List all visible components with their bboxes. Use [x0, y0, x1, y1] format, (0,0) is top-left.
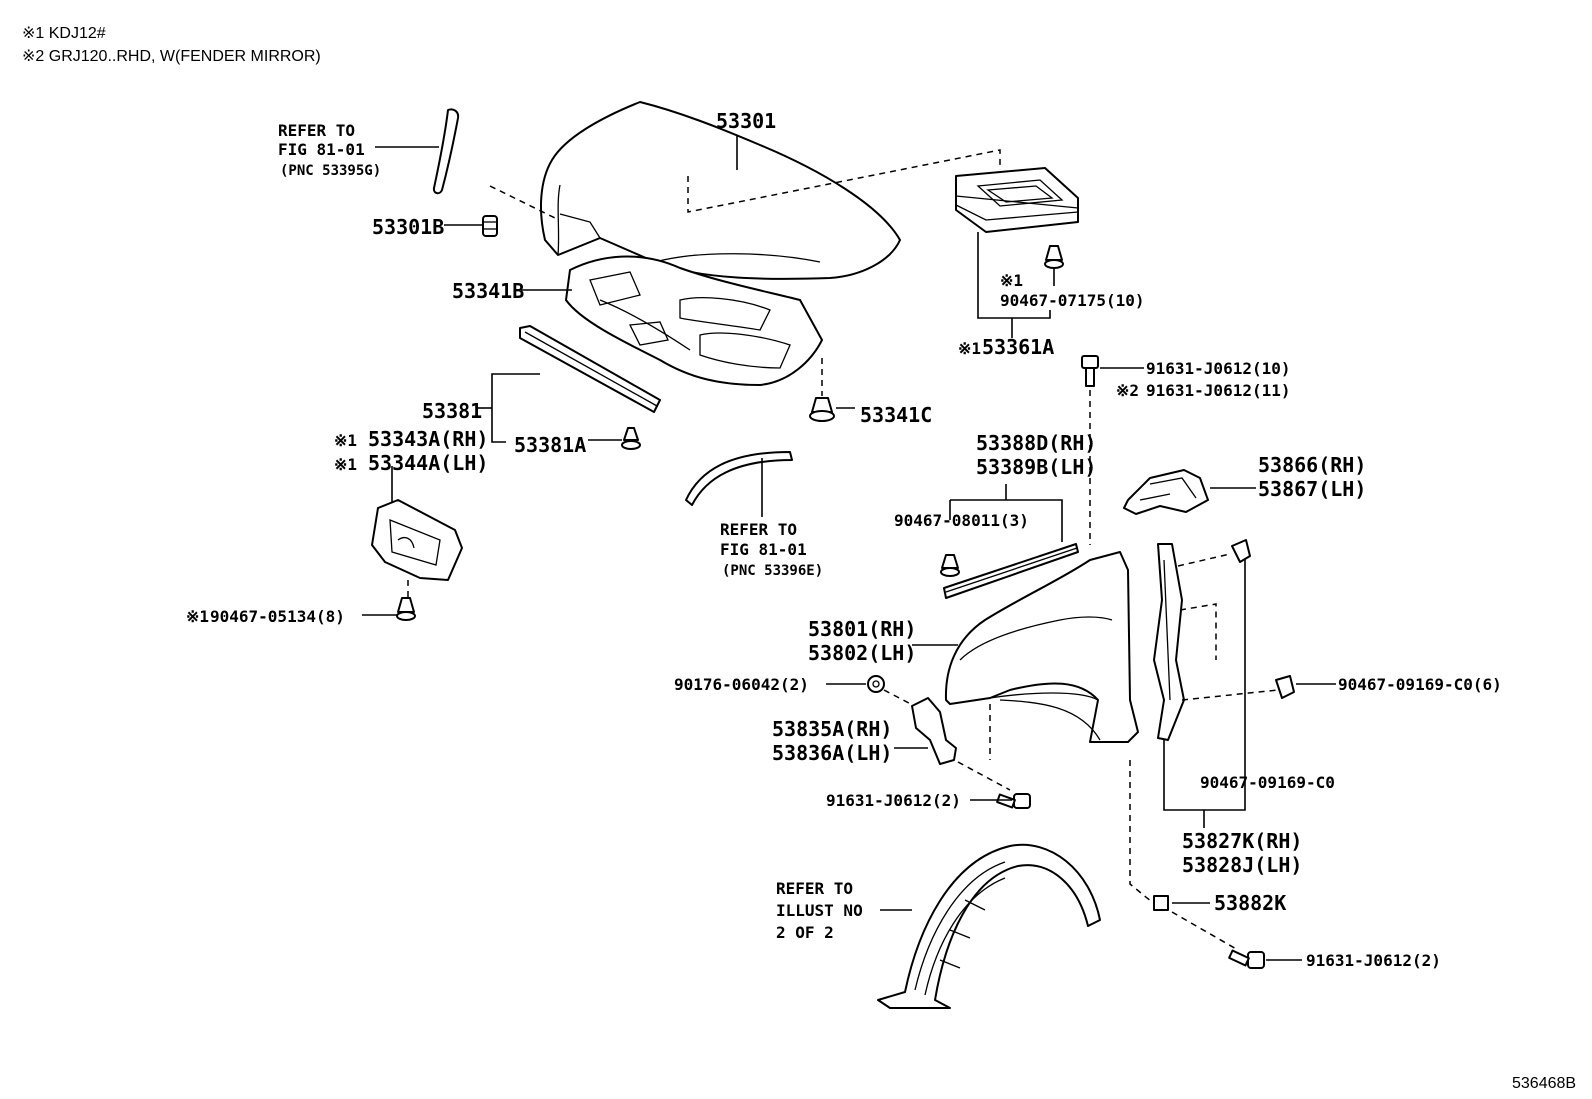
label-90467-09169-c0: 90467-09169-C0: [1200, 773, 1335, 792]
label-53867: 53867(LH): [1258, 477, 1366, 501]
marker-note1-duct-clip: ※1: [186, 607, 209, 626]
label-53389b: 53389B(LH): [976, 455, 1096, 479]
label-53301: 53301: [716, 109, 776, 133]
label-90467-09169-c0-6: 90467-09169-C0(6): [1338, 675, 1502, 694]
bracket-bolt-91631-j0612[interactable]: [970, 793, 1031, 809]
label-90176-06042: 90176-06042(2): [674, 675, 809, 694]
ref1-line1: REFER TO: [278, 121, 355, 140]
weatherstrip-53395g[interactable]: [375, 108, 460, 195]
seal-clip-53381a[interactable]: [588, 427, 641, 450]
label-53388d: 53388D(RH): [976, 431, 1096, 455]
label-53866: 53866(RH): [1258, 453, 1366, 477]
label-91631-j0612-bracket: 91631-J0612(2): [826, 791, 961, 810]
label-53828j: 53828J(LH): [1182, 853, 1302, 877]
label-53343a: 53343A(RH): [368, 427, 488, 451]
fender-seal-clip-90467-08011[interactable]: [940, 554, 960, 577]
label-53341b: 53341B: [452, 279, 524, 303]
duct-clip-90467-05134[interactable]: [362, 597, 416, 621]
label-53341c: 53341C: [860, 403, 932, 427]
label-91631-j0612-11: 91631-J0612(11): [1146, 381, 1291, 400]
scoop-clip-90467-07175[interactable]: [1044, 245, 1064, 286]
label-53827k: 53827K(RH): [1182, 829, 1302, 853]
label-53802: 53802(LH): [808, 641, 916, 665]
ref2-line3: (PNC 53396E): [722, 563, 823, 579]
label-53882k: 53882K: [1214, 891, 1286, 915]
front-fender-53801[interactable]: [912, 551, 1139, 743]
label-53835a: 53835A(RH): [772, 717, 892, 741]
illustration-id: 536468B: [1512, 1075, 1576, 1092]
fender-shield-53866[interactable]: [1123, 469, 1256, 515]
hood-scoop-53361a[interactable]: [955, 167, 1079, 338]
ref1-line3: (PNC 53395G): [280, 163, 381, 179]
label-91631-j0612-10: 91631-J0612(10): [1146, 359, 1291, 378]
note-1: ※1 KDJ12#: [22, 25, 106, 42]
marker-note1-scoop-clip: ※1: [1000, 271, 1023, 290]
hood-insulator-53341b[interactable]: [521, 255, 823, 386]
bolt-91631-j0612-10[interactable]: [1081, 355, 1144, 545]
plate-53882k[interactable]: [1129, 760, 1239, 951]
inner-wheel-liner[interactable]: [877, 843, 1101, 1009]
ref2-line1: REFER TO: [720, 520, 797, 539]
plate-bolt-91631-j0612[interactable]: [1228, 949, 1302, 969]
label-91631-j0612-plate: 91631-J0612(2): [1306, 951, 1441, 970]
label-53344a: 53344A(LH): [368, 451, 488, 475]
marker-note1-scoop: ※1: [958, 339, 981, 358]
fender-seal-53388d[interactable]: [943, 484, 1079, 599]
label-90467-08011: 90467-08011(3): [894, 511, 1029, 530]
label-53301b: 53301B: [372, 215, 444, 239]
nut-90176-06042[interactable]: [826, 675, 927, 713]
marker-note1-duct-lh: ※1: [334, 455, 357, 474]
liner-clip-90467-09169-c0[interactable]: [1231, 539, 1336, 699]
label-53836a: 53836A(LH): [772, 741, 892, 765]
ref3-line3: 2 OF 2: [776, 923, 834, 942]
ref3-line2: ILLUST NO: [776, 901, 863, 920]
hood-seal-53381[interactable]: [478, 325, 661, 443]
note-2: ※2 GRJ120..RHD, W(FENDER MIRROR): [22, 48, 321, 65]
fender-bracket-53835a[interactable]: [894, 697, 1011, 791]
label-53801: 53801(RH): [808, 617, 916, 641]
air-duct-53343a[interactable]: [371, 466, 463, 598]
weatherstrip-53396e[interactable]: [685, 451, 793, 517]
marker-note1-duct-rh: ※1: [334, 431, 357, 450]
insulator-clip-53341c[interactable]: [809, 358, 855, 422]
label-53361a: 53361A: [982, 335, 1054, 359]
ref3-line1: REFER TO: [776, 879, 853, 898]
hood-cushion-53301b[interactable]: [444, 185, 556, 237]
ref2-line2: FIG 81-01: [720, 540, 807, 559]
hood-53301[interactable]: [539, 101, 1001, 280]
ref1-line2: FIG 81-01: [278, 140, 365, 159]
label-53381a: 53381A: [514, 433, 586, 457]
fender-liner-53827k[interactable]: [1153, 543, 1279, 828]
label-90467-07175: 90467-07175(10): [1000, 291, 1145, 310]
label-53381: 53381: [422, 399, 482, 423]
marker-note2-bolt: ※2: [1116, 381, 1139, 400]
label-90467-05134: 90467-05134(8): [210, 607, 345, 626]
